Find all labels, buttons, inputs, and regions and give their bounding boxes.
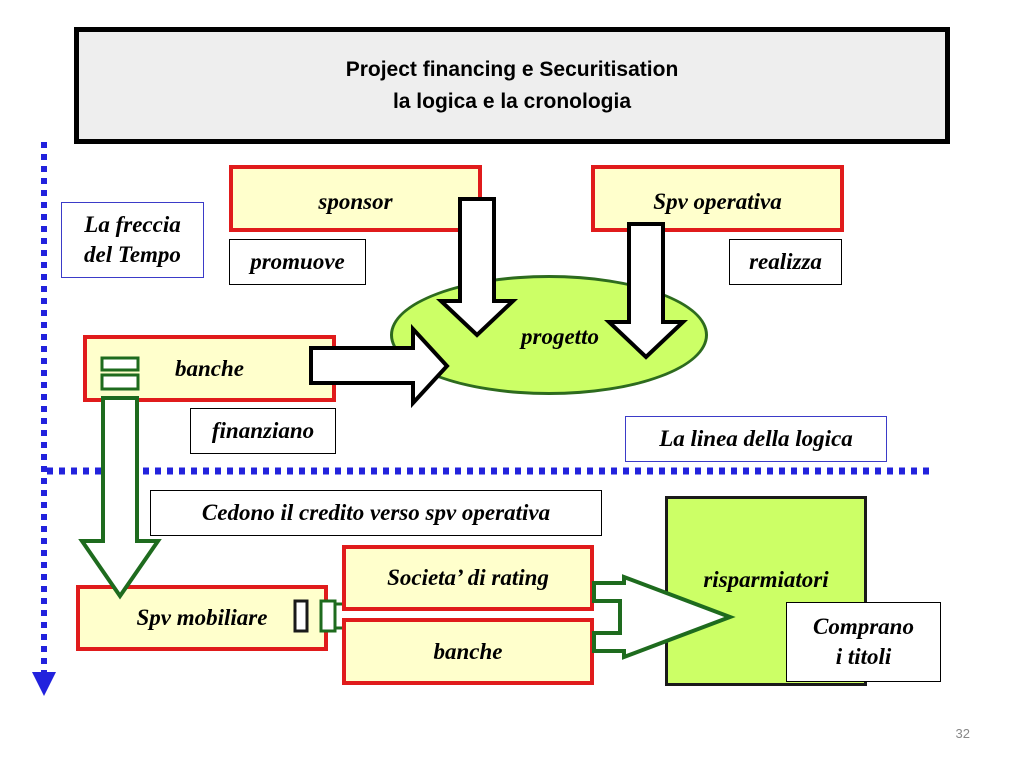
cedono-label: Cedono il credito verso spv operativa — [150, 490, 602, 536]
title-line-1: Project financing e Securitisation — [345, 57, 679, 81]
sponsor-label: sponsor — [318, 189, 393, 214]
spv-mobiliare-label: Spv mobiliare — [136, 605, 268, 630]
societa-rating-label: Societa’ di rating — [387, 565, 549, 590]
promuove-label: promuove — [229, 239, 366, 285]
spv-operativa-box: Spv operativa — [591, 165, 844, 232]
risparmiatori-label: risparmiatori — [703, 567, 829, 592]
progetto-label: progetto — [521, 324, 599, 349]
page-number: 32 — [955, 726, 970, 741]
spv-operativa-down-arrow — [603, 222, 689, 360]
sponsor-box: sponsor — [229, 165, 482, 232]
green-right-arrow — [592, 574, 736, 660]
banche-bottom-box: banche — [342, 618, 594, 685]
green-down-arrow — [78, 396, 162, 600]
comprano-line-2: i titoli — [835, 644, 892, 669]
freccia-tempo-line-1: La freccia — [84, 212, 181, 237]
slide-title: Project financing e Securitisation la lo… — [74, 27, 950, 144]
linea-logica-label: La linea della logica — [625, 416, 887, 462]
banche-bottom-label: banche — [433, 638, 503, 664]
banche-small-rect-2 — [100, 373, 140, 391]
title-line-2: la logica e la cronologia — [392, 89, 632, 113]
spv-small-rect-1 — [293, 599, 309, 633]
spv-operativa-label: Spv operativa — [653, 189, 782, 214]
realizza-label: realizza — [729, 239, 842, 285]
societa-rating-box: Societa’ di rating — [342, 545, 594, 611]
banche-top-label: banche — [175, 355, 244, 381]
finanziano-label: finanziano — [190, 408, 336, 454]
banche-right-arrow — [309, 323, 450, 409]
freccia-tempo-line-2: del Tempo — [84, 242, 181, 267]
sponsor-down-arrow — [435, 197, 519, 338]
comprano-label: Comprano i titoli — [786, 602, 941, 682]
time-arrow-head — [32, 672, 56, 696]
comprano-line-1: Comprano — [813, 614, 914, 639]
spv-small-rect-2 — [319, 599, 337, 633]
freccia-tempo-label: La freccia del Tempo — [61, 202, 204, 278]
banche-small-rect-1 — [100, 356, 140, 372]
